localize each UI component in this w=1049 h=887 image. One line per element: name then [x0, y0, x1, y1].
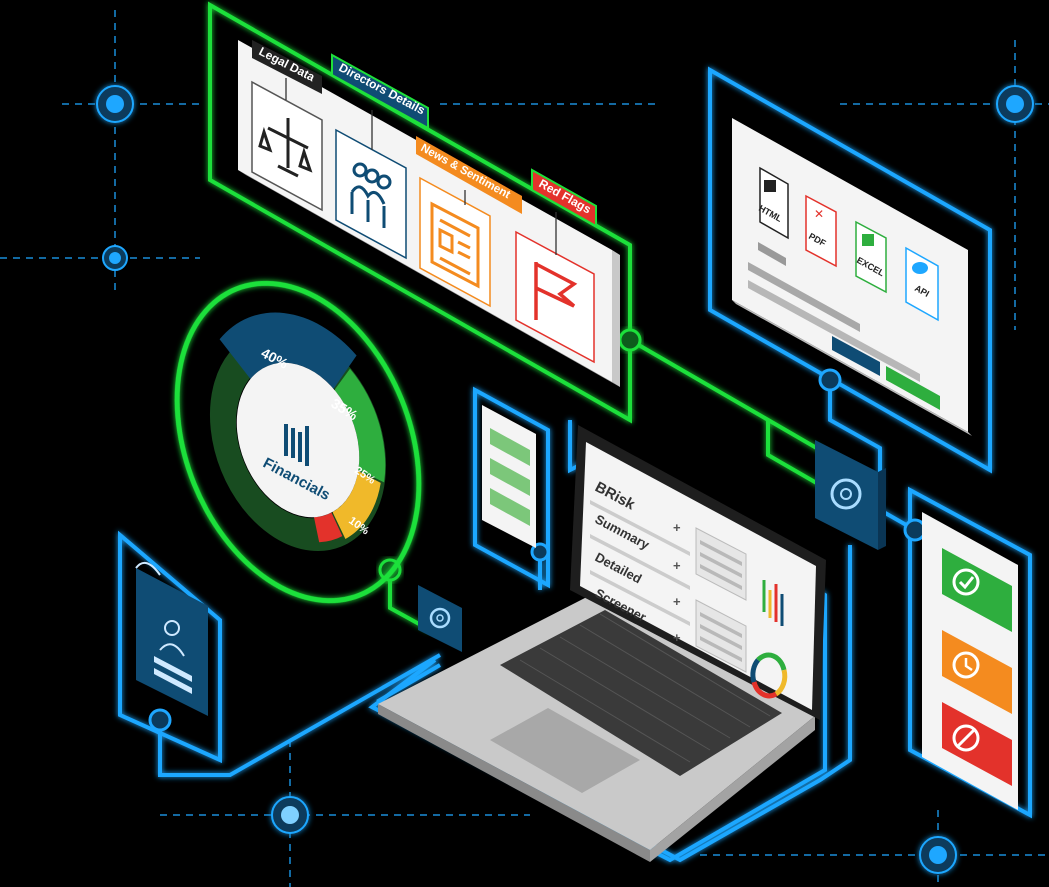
card-news[interactable]: [419, 176, 491, 308]
format-api[interactable]: API: [905, 246, 939, 322]
format-pdf[interactable]: ✕ PDF: [805, 194, 837, 268]
donut-segment-0[interactable]: [216, 285, 365, 421]
laptop: BRisk Summary + Detailed + Screener + +: [378, 425, 826, 862]
pdf-icon: ✕: [814, 207, 824, 221]
shield-check-icon: [952, 568, 980, 596]
node-bottom-right: [919, 836, 957, 874]
card-red-flags[interactable]: [515, 230, 595, 364]
status-item-approved[interactable]: [942, 548, 1012, 632]
status-item-blocked[interactable]: [942, 702, 1012, 786]
block-icon: [952, 724, 980, 752]
gear-tile-right[interactable]: [815, 440, 886, 550]
donut-segment-3[interactable]: [310, 510, 343, 545]
expand-icon: +: [673, 594, 681, 609]
expand-icon: +: [673, 558, 681, 573]
format-excel[interactable]: EXCEL: [855, 220, 887, 294]
status-panel: [922, 512, 1018, 810]
card-legal[interactable]: [251, 80, 323, 212]
scales-icon: [258, 118, 313, 178]
card-directors[interactable]: [335, 128, 407, 260]
newspaper-icon: [430, 201, 480, 289]
checklist-panel: [482, 405, 536, 548]
gear-icon: [830, 478, 862, 510]
node-bottom-left: [271, 796, 309, 834]
excel-icon: [862, 234, 874, 246]
laptop-mini-bar-chart: [762, 580, 784, 626]
cloud-icon: [912, 262, 928, 274]
donut-segment-2[interactable]: [322, 465, 395, 540]
node-top-left: [96, 85, 134, 123]
export-secondary-button[interactable]: [886, 366, 940, 410]
flag-icon: [534, 262, 578, 320]
donut-segments: [209, 285, 401, 552]
export-panel: HTML ✕ PDF EXCEL API: [732, 118, 972, 436]
clock-icon: [952, 651, 980, 679]
donut-segment-1[interactable]: [322, 366, 401, 489]
expand-icon: +: [673, 520, 681, 535]
code-icon: [764, 180, 776, 192]
node-left: [102, 245, 128, 271]
blue-connectors: [118, 66, 1032, 863]
bar-chart-icon: [284, 424, 309, 466]
node-top-right: [996, 85, 1034, 123]
people-icon: [350, 162, 392, 228]
expand-icon: +: [673, 630, 681, 645]
trackpad[interactable]: [490, 708, 640, 793]
format-html[interactable]: HTML: [757, 166, 789, 266]
green-connectors: [208, 1, 822, 632]
profile-card: [135, 561, 208, 716]
category-panel: Legal Data Directors Details News & Sent…: [238, 40, 620, 387]
laptop-mini-donut: [750, 652, 788, 699]
guide-nodes: [96, 85, 1034, 874]
gear-icon: [429, 607, 451, 629]
financials-donut: Financials 40%35%25%10%: [174, 280, 422, 604]
status-item-pending[interactable]: [942, 630, 1012, 714]
keyboard[interactable]: [500, 610, 782, 776]
laptop-tables: [695, 527, 747, 673]
export-primary-button[interactable]: [832, 336, 880, 376]
avatar-icon: [164, 620, 180, 636]
gear-tile-left[interactable]: [418, 585, 462, 652]
